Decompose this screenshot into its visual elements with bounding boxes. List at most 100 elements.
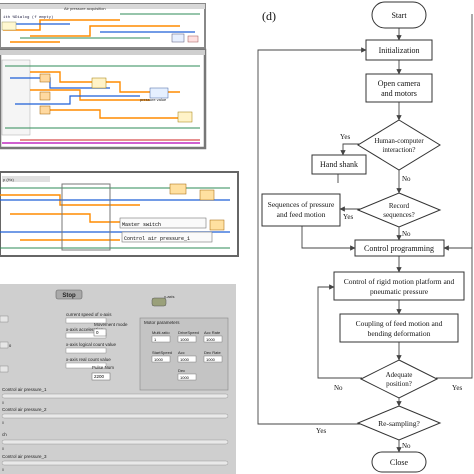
param-value: 1000 <box>180 375 190 380</box>
control-programming-label: Control programming <box>364 244 434 253</box>
control-air-1-slider[interactable] <box>1 393 229 399</box>
x-logical-display <box>65 347 107 354</box>
flowchart: (d) <box>257 1 473 473</box>
param-label: Dec <box>178 368 185 373</box>
current-speed-display <box>65 317 107 324</box>
ch-label: ch <box>2 432 7 437</box>
sequences-node: Sequences of pressure and feed motion <box>261 193 341 227</box>
slider-value: 0 <box>2 421 4 425</box>
pulse-num-input[interactable] <box>91 372 111 381</box>
x-logical-label: x-axis logical count value <box>66 342 117 347</box>
adequate-line1: Adequate <box>386 371 413 379</box>
param-value: 1000 <box>206 337 216 342</box>
x-real-label: x-axis real count value <box>66 357 111 362</box>
hci-line2: interaction? <box>382 146 415 154</box>
hand-shank-label: Hand shank <box>320 160 358 169</box>
param-value: 1000 <box>180 357 190 362</box>
slider-value: 0 <box>2 468 4 472</box>
param-input[interactable] <box>177 373 197 381</box>
stop-button-label: Stop <box>62 293 76 299</box>
coupling-line2: bending deformation <box>368 329 431 338</box>
block-diagram-panel: Air pressure acquisition ith %Dialog (f … <box>0 0 239 262</box>
control-air-2-label: Control air pressure_2 <box>2 407 47 412</box>
param-value: 1 <box>154 337 157 342</box>
movement-mode-input[interactable] <box>93 328 107 337</box>
movement-mode-value: 0 <box>96 330 99 335</box>
control-programming-node: Control programming <box>354 239 445 257</box>
current-speed-label: current speed of x-axis <box>66 312 112 317</box>
open-camera-line2: and motors <box>381 89 417 98</box>
resampling-no: No <box>402 442 411 450</box>
slider-value: 0 <box>2 401 4 405</box>
param-label: StartSpeed <box>152 350 172 355</box>
coupling-node: Coupling of feed motion and bending defo… <box>339 313 459 343</box>
initialization-label: Initialization <box>379 46 420 55</box>
control-air-3-label: Control air pressure_3 <box>2 454 47 459</box>
close-node: Close <box>371 451 427 473</box>
loop-frame <box>0 48 207 150</box>
param-value: 1000 <box>206 357 216 362</box>
param-input[interactable] <box>177 335 197 343</box>
frame-title: Air pressure acquisition <box>64 6 106 11</box>
slider-value: 0 <box>2 447 4 451</box>
control-air-2-slider[interactable] <box>1 413 229 419</box>
motor-params-group: Motor parameters Multi-ratio 1 DriveSpee… <box>139 317 229 391</box>
coupling-line1: Coupling of feed motion and <box>356 319 443 328</box>
param-input[interactable] <box>203 355 223 363</box>
open-camera-node: Open camera and motors <box>365 73 433 103</box>
resampling-label: Re-sampling? <box>378 419 420 428</box>
param-label: Acc Rate <box>204 330 221 335</box>
param-label: Acc <box>178 350 185 355</box>
record-yes: Yes <box>343 213 353 221</box>
record-decision: Record sequences? <box>356 192 442 228</box>
param-input[interactable] <box>177 355 197 363</box>
freq-label: p (Hz) <box>3 177 15 182</box>
hci-yes: Yes <box>340 133 350 141</box>
param-input[interactable] <box>151 355 171 363</box>
adequate-line2: position? <box>386 380 412 388</box>
hand-shank-node: Hand shank <box>311 154 367 175</box>
initialization-node: Initialization <box>365 39 433 61</box>
resampling-decision: Re-sampling? <box>356 405 442 441</box>
param-input[interactable] <box>203 335 223 343</box>
panel-label: (d) <box>262 9 276 23</box>
param-value: 1000 <box>180 337 190 342</box>
param-label: DriveSpeed <box>178 330 199 335</box>
hci-no: No <box>402 175 411 183</box>
adequate-decision: Adequate position? <box>359 359 439 399</box>
control-air-label: Control air pressure_1 <box>124 236 190 242</box>
adequate-yes: Yes <box>452 384 462 392</box>
pressure-value-label: pressure value <box>140 97 167 102</box>
start-label: Start <box>391 11 407 20</box>
control-air-1-label: Control air pressure_1 <box>2 387 47 392</box>
start-node: Start <box>371 1 427 29</box>
master-switch-label: Master switch <box>122 222 161 228</box>
ch-slider[interactable] <box>1 439 229 445</box>
movement-mode-label: Movement mode <box>94 322 128 327</box>
param-label: Dec Rate <box>204 350 221 355</box>
axis-toggle-label: x-axis <box>164 294 174 299</box>
x-real-display <box>65 362 107 369</box>
pulse-num-value: 2200 <box>94 374 105 379</box>
hci-line1: Human-computer <box>374 137 424 145</box>
axis-toggle[interactable]: x-axis <box>151 294 174 307</box>
open-camera-line1: Open camera <box>378 79 421 88</box>
motor-params-title: Motor parameters <box>144 320 180 325</box>
param-input[interactable] <box>151 335 171 343</box>
hci-decision: Human-computer interaction? <box>357 119 441 171</box>
rigid-line2: pneumatic pressure <box>370 287 429 296</box>
adequate-no: No <box>334 384 343 392</box>
stop-button[interactable]: Stop <box>55 289 83 300</box>
param-value: 1000 <box>154 357 164 362</box>
left-value: 0 <box>9 343 12 348</box>
front-panel: Stop x-axis current speed of x-axis x-ax… <box>0 284 236 474</box>
x-accel-label: x-axis acceleration <box>66 327 104 332</box>
sequences-line1: Sequences of pressure <box>268 200 335 209</box>
param-label: Multi-ratio <box>152 330 170 335</box>
control-air-3-slider[interactable] <box>1 460 229 466</box>
close-label: Close <box>390 458 409 467</box>
resampling-yes: Yes <box>316 427 326 435</box>
record-line1: Record <box>389 202 410 210</box>
record-line2: sequences? <box>383 211 414 219</box>
